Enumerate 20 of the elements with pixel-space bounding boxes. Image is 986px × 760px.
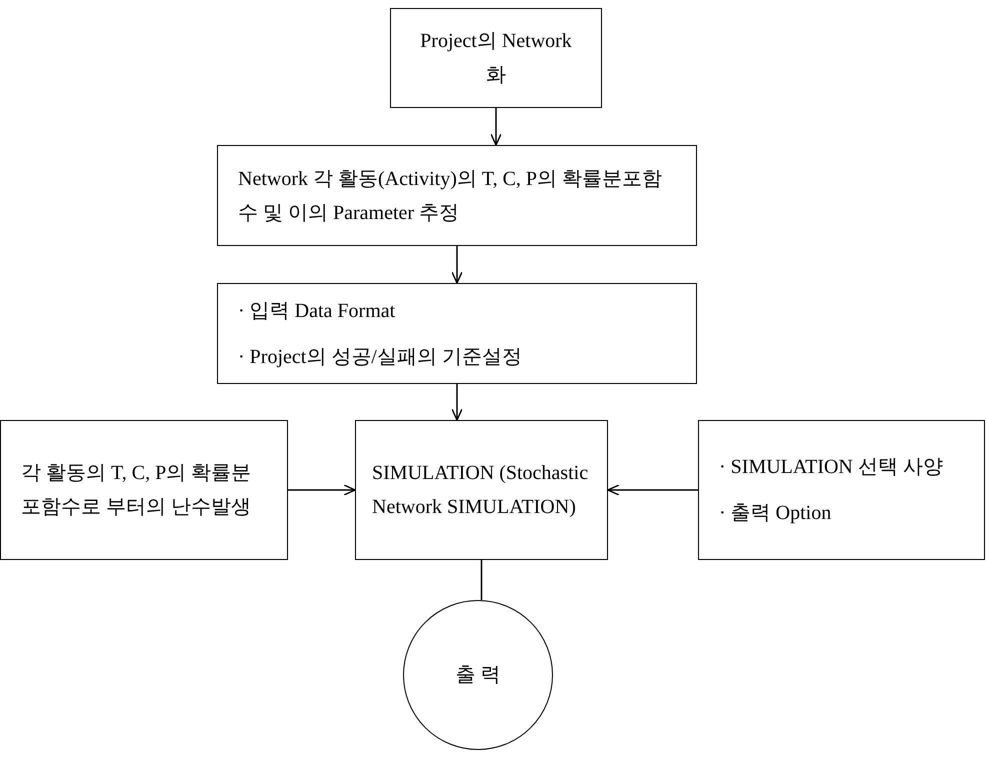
- arrow: [490, 108, 502, 146]
- node-text: · 출력 Option: [719, 501, 832, 526]
- process-box: [390, 8, 602, 108]
- node-text: · Project의 성공/실패의 기준설정: [238, 344, 523, 370]
- node-text: · 입력 Data Format: [238, 298, 396, 324]
- process-box: [698, 420, 985, 560]
- process-box: [217, 283, 697, 384]
- arrow: [451, 384, 463, 421]
- node-text: 출 력: [456, 663, 500, 688]
- process-box: [355, 420, 608, 560]
- arrow: [607, 484, 698, 496]
- process-box: [0, 420, 288, 560]
- process-box: [217, 145, 697, 246]
- node-text: · SIMULATION 선택 사양: [719, 455, 944, 480]
- arrow: [451, 246, 463, 284]
- arrow: [288, 484, 356, 496]
- node-text: 각 활동의 T, C, P의 확률분포함수로 부터의 난수발생: [21, 461, 252, 520]
- node-text: SIMULATION (Stochastic Network SIMULATION): [372, 461, 590, 520]
- node-text: Network 각 활동(Activity)의 T, C, P의 확률분포함수 및 이의 Parameter 추정: [238, 166, 664, 226]
- node-text: Project의 Network화: [419, 29, 573, 88]
